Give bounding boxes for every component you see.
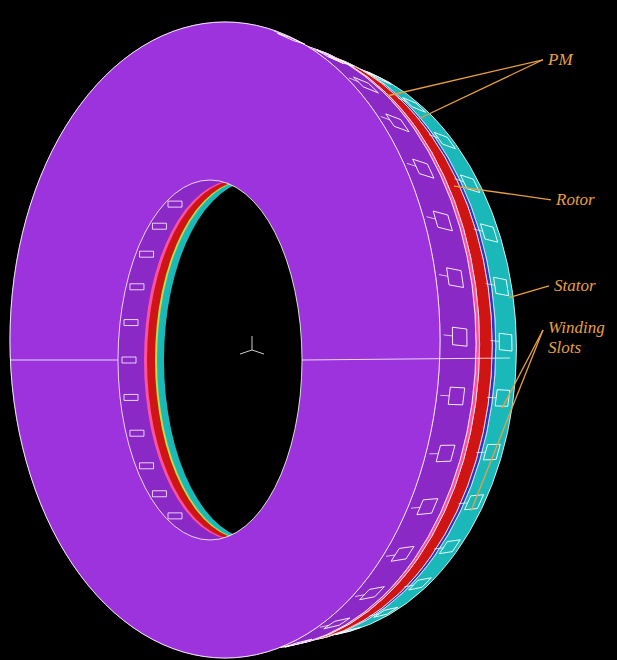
inner-slot (152, 491, 166, 497)
winding-slot (448, 387, 464, 405)
seam-line (302, 358, 510, 360)
part-label: Winding Slots (548, 318, 610, 357)
leader-line (388, 60, 543, 96)
part-label: PM (548, 50, 573, 70)
winding-slot (403, 98, 426, 113)
slot-edge (476, 452, 485, 453)
winding-slot (360, 587, 385, 600)
slot-edge (444, 335, 453, 336)
slot-edge (281, 645, 291, 647)
slot-edge (490, 340, 499, 341)
leader-line (502, 330, 543, 408)
winding-slot (353, 77, 378, 93)
winding-slot (494, 277, 509, 295)
front-disk-band (10, 22, 476, 658)
winding-slot (433, 211, 452, 231)
slot-edge (349, 78, 358, 82)
slot-edge (381, 117, 390, 120)
leader-line (419, 60, 543, 119)
inner-slot (124, 320, 138, 326)
slot-edge (411, 507, 420, 509)
winding-slot (329, 57, 354, 67)
leader-lines (388, 60, 551, 511)
leader-line (454, 186, 551, 200)
machine-body (10, 22, 517, 658)
slot-edge (429, 453, 438, 454)
winding-slot (452, 327, 467, 346)
inner-slot (140, 251, 154, 257)
slot-edge (313, 49, 323, 53)
winding-slot (460, 175, 479, 193)
slot-edge (429, 135, 438, 138)
part-label: Rotor (556, 190, 595, 210)
slot-edge (404, 585, 413, 587)
seam-line (10, 360, 118, 361)
winding-slot (324, 618, 350, 629)
slot-edge (474, 229, 483, 231)
inner-slot (122, 357, 136, 363)
inner-slot (130, 284, 144, 290)
slot-edge (407, 163, 416, 166)
slot-edge (355, 595, 364, 597)
part-label: Stator (554, 276, 596, 296)
slot-edge (320, 625, 330, 627)
slot-edge (332, 633, 342, 635)
winding-slot (480, 224, 497, 242)
slot-edge (434, 548, 443, 549)
slot-edge (325, 54, 335, 58)
layer-edge (10, 22, 440, 658)
winding-slot (447, 268, 464, 288)
slot-edge (369, 614, 379, 616)
slot-edge (439, 275, 448, 277)
winding-slot (417, 499, 438, 515)
winding-slot (409, 578, 432, 590)
winding-slot (499, 333, 512, 351)
slot-edge (386, 555, 395, 556)
front-face (10, 22, 440, 658)
slot-edge (427, 217, 436, 219)
axis-triad (240, 336, 264, 354)
slot-edge (455, 179, 464, 182)
winding-slot (413, 159, 434, 178)
winding-slot (285, 639, 312, 647)
winding-slot (278, 33, 305, 44)
slot-edge (487, 397, 496, 398)
winding-slot (367, 72, 391, 84)
winding-slot (436, 445, 455, 462)
inner-slot (124, 394, 138, 400)
slot-edge (459, 502, 468, 504)
winding-slot (391, 546, 414, 561)
leader-line (471, 330, 543, 511)
leader-line (509, 286, 549, 298)
winding-slot (386, 114, 409, 132)
slot-edge (398, 98, 407, 102)
inner-slot (168, 513, 182, 519)
hole-edge (118, 180, 302, 540)
slot-edge (363, 71, 373, 75)
inner-slot (140, 463, 154, 469)
winding-slot (374, 607, 398, 617)
slot-edge (274, 31, 284, 35)
inner-slot (152, 223, 166, 229)
inner-slot (130, 430, 144, 436)
inner-slot (168, 201, 182, 207)
slot-edge (486, 284, 495, 286)
winding-slot (439, 540, 460, 554)
winding-slot (434, 132, 455, 148)
slot-edge (440, 395, 449, 396)
